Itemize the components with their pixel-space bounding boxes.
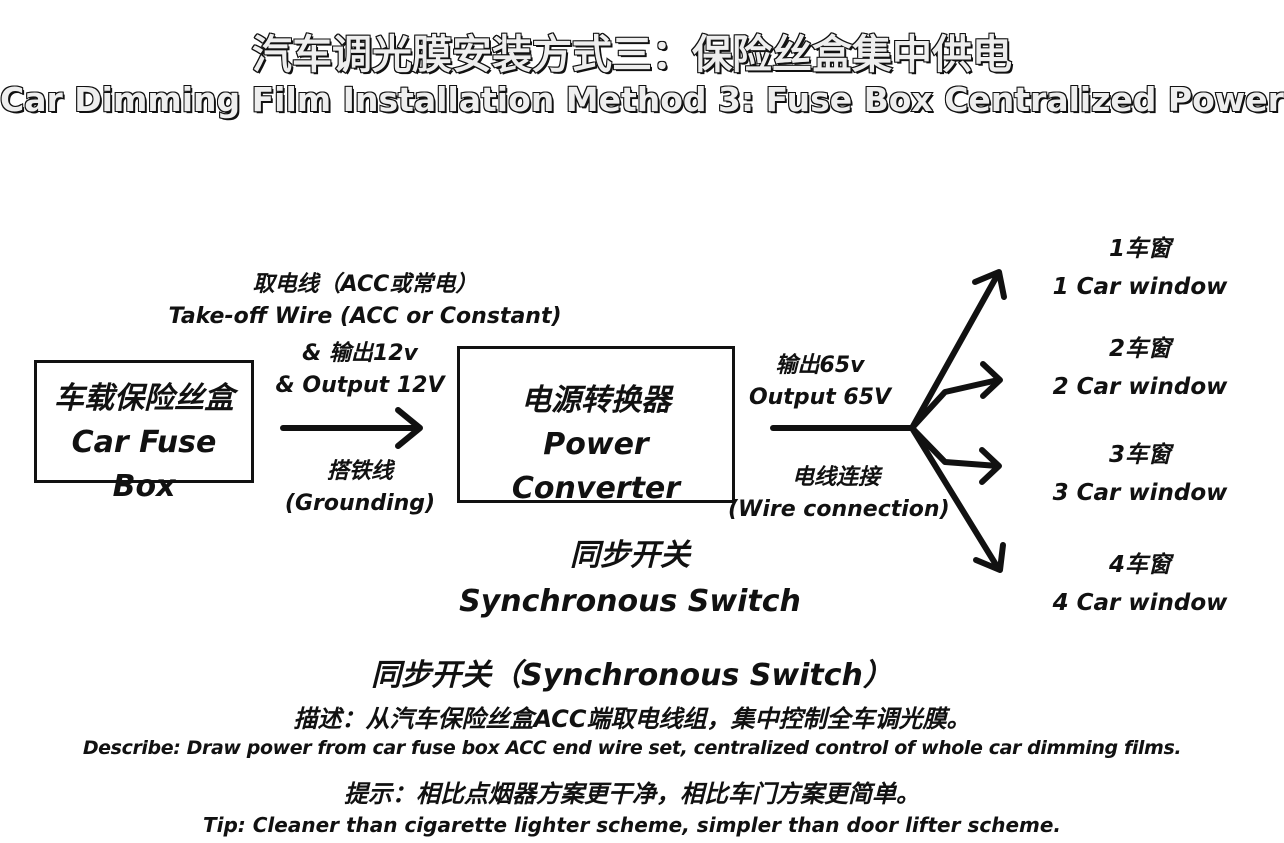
branch-window-3 bbox=[909, 425, 1001, 469]
sync-switch-label: 同步开关 Synchronous Switch bbox=[420, 533, 840, 625]
output-12v-en: & Output 12V bbox=[275, 373, 445, 398]
grounding-en: (Grounding) bbox=[284, 491, 436, 516]
window-2-en: 2 Car window bbox=[1052, 374, 1228, 400]
title-chinese: 汽车调光膜安装方式三：保险丝盒集中供电 bbox=[251, 31, 1013, 79]
takeoff-wire-cn: 取电线（ACC或常电） bbox=[252, 272, 478, 297]
fuse-box-label-cn: 车载保险丝盒 bbox=[54, 381, 234, 416]
title-english: Car Dimming Film Installation Method 3: … bbox=[0, 79, 1284, 120]
takeoff-wire-en: Take-off Wire (ACC or Constant) bbox=[168, 304, 562, 329]
window-1-label: 1车窗 1 Car window bbox=[1035, 230, 1245, 306]
branch-window-1-head bbox=[972, 269, 1007, 300]
footer-describe-cn: 描述：从汽车保险丝盒ACC端取电线组，集中控制全车调光膜。 bbox=[293, 705, 971, 733]
output-12v-label: & 输出12v & Output 12V bbox=[250, 338, 470, 402]
fuse-box-node: 车载保险丝盒 Car Fuse Box bbox=[34, 360, 254, 504]
converter-label-en: Power Converter bbox=[511, 427, 681, 506]
footer-tip-en: Tip: Cleaner than cigarette lighter sche… bbox=[202, 813, 1062, 837]
window-4-label: 4车窗 4 Car window bbox=[1035, 546, 1245, 622]
branch-window-4 bbox=[909, 425, 1001, 571]
grounding-cn: 搭铁线 bbox=[326, 459, 393, 484]
branch-window-3-head bbox=[979, 447, 1002, 485]
output-65v-en: Output 65V bbox=[748, 385, 892, 410]
window-2-cn: 2车窗 bbox=[1108, 336, 1171, 362]
window-4-en: 4 Car window bbox=[1052, 590, 1228, 616]
sync-switch-cn: 同步开关 bbox=[570, 538, 690, 573]
branch-window-2-head bbox=[980, 361, 1003, 399]
takeoff-wire-label: 取电线（ACC或常电） Take-off Wire (ACC or Consta… bbox=[150, 269, 580, 333]
wire-connection-cn: 电线连接 bbox=[791, 465, 880, 490]
footer-heading: 同步开关（Synchronous Switch） bbox=[371, 658, 893, 693]
fuse-box-label-en: Car Fuse Box bbox=[71, 425, 217, 504]
branch-window-4-head bbox=[973, 542, 1006, 573]
output-12v-cn: & 输出12v bbox=[302, 341, 418, 366]
footer-describe-en: Describe: Draw power from car fuse box A… bbox=[82, 737, 1182, 759]
footer-tip-cn: 提示：相比点烟器方案更干净，相比车门方案更简单。 bbox=[344, 780, 920, 808]
branch-window-1 bbox=[909, 271, 1001, 431]
window-3-cn: 3车窗 bbox=[1108, 442, 1171, 468]
window-2-label: 2车窗 2 Car window bbox=[1035, 330, 1245, 406]
converter-label-cn: 电源转换器 bbox=[521, 383, 671, 418]
sync-switch-en: Synchronous Switch bbox=[459, 584, 801, 619]
input-arrow-head bbox=[395, 407, 423, 449]
wire-connection-label: 电线连接 (Wire connection) bbox=[728, 462, 950, 526]
power-converter-node: 电源转换器 Power Converter bbox=[457, 346, 735, 506]
window-4-cn: 4车窗 bbox=[1108, 552, 1171, 578]
window-3-label: 3车窗 3 Car window bbox=[1035, 436, 1245, 512]
output-65v-cn: 输出65v bbox=[775, 353, 865, 378]
branch-window-2 bbox=[909, 377, 1001, 431]
window-3-en: 3 Car window bbox=[1052, 480, 1228, 506]
grounding-label: 搭铁线 (Grounding) bbox=[250, 456, 470, 520]
output-65v-label: 输出65v Output 65V bbox=[735, 350, 905, 414]
window-1-cn: 1车窗 bbox=[1108, 236, 1171, 262]
window-1-en: 1 Car window bbox=[1052, 274, 1228, 300]
wire-connection-en: (Wire connection) bbox=[728, 497, 950, 522]
